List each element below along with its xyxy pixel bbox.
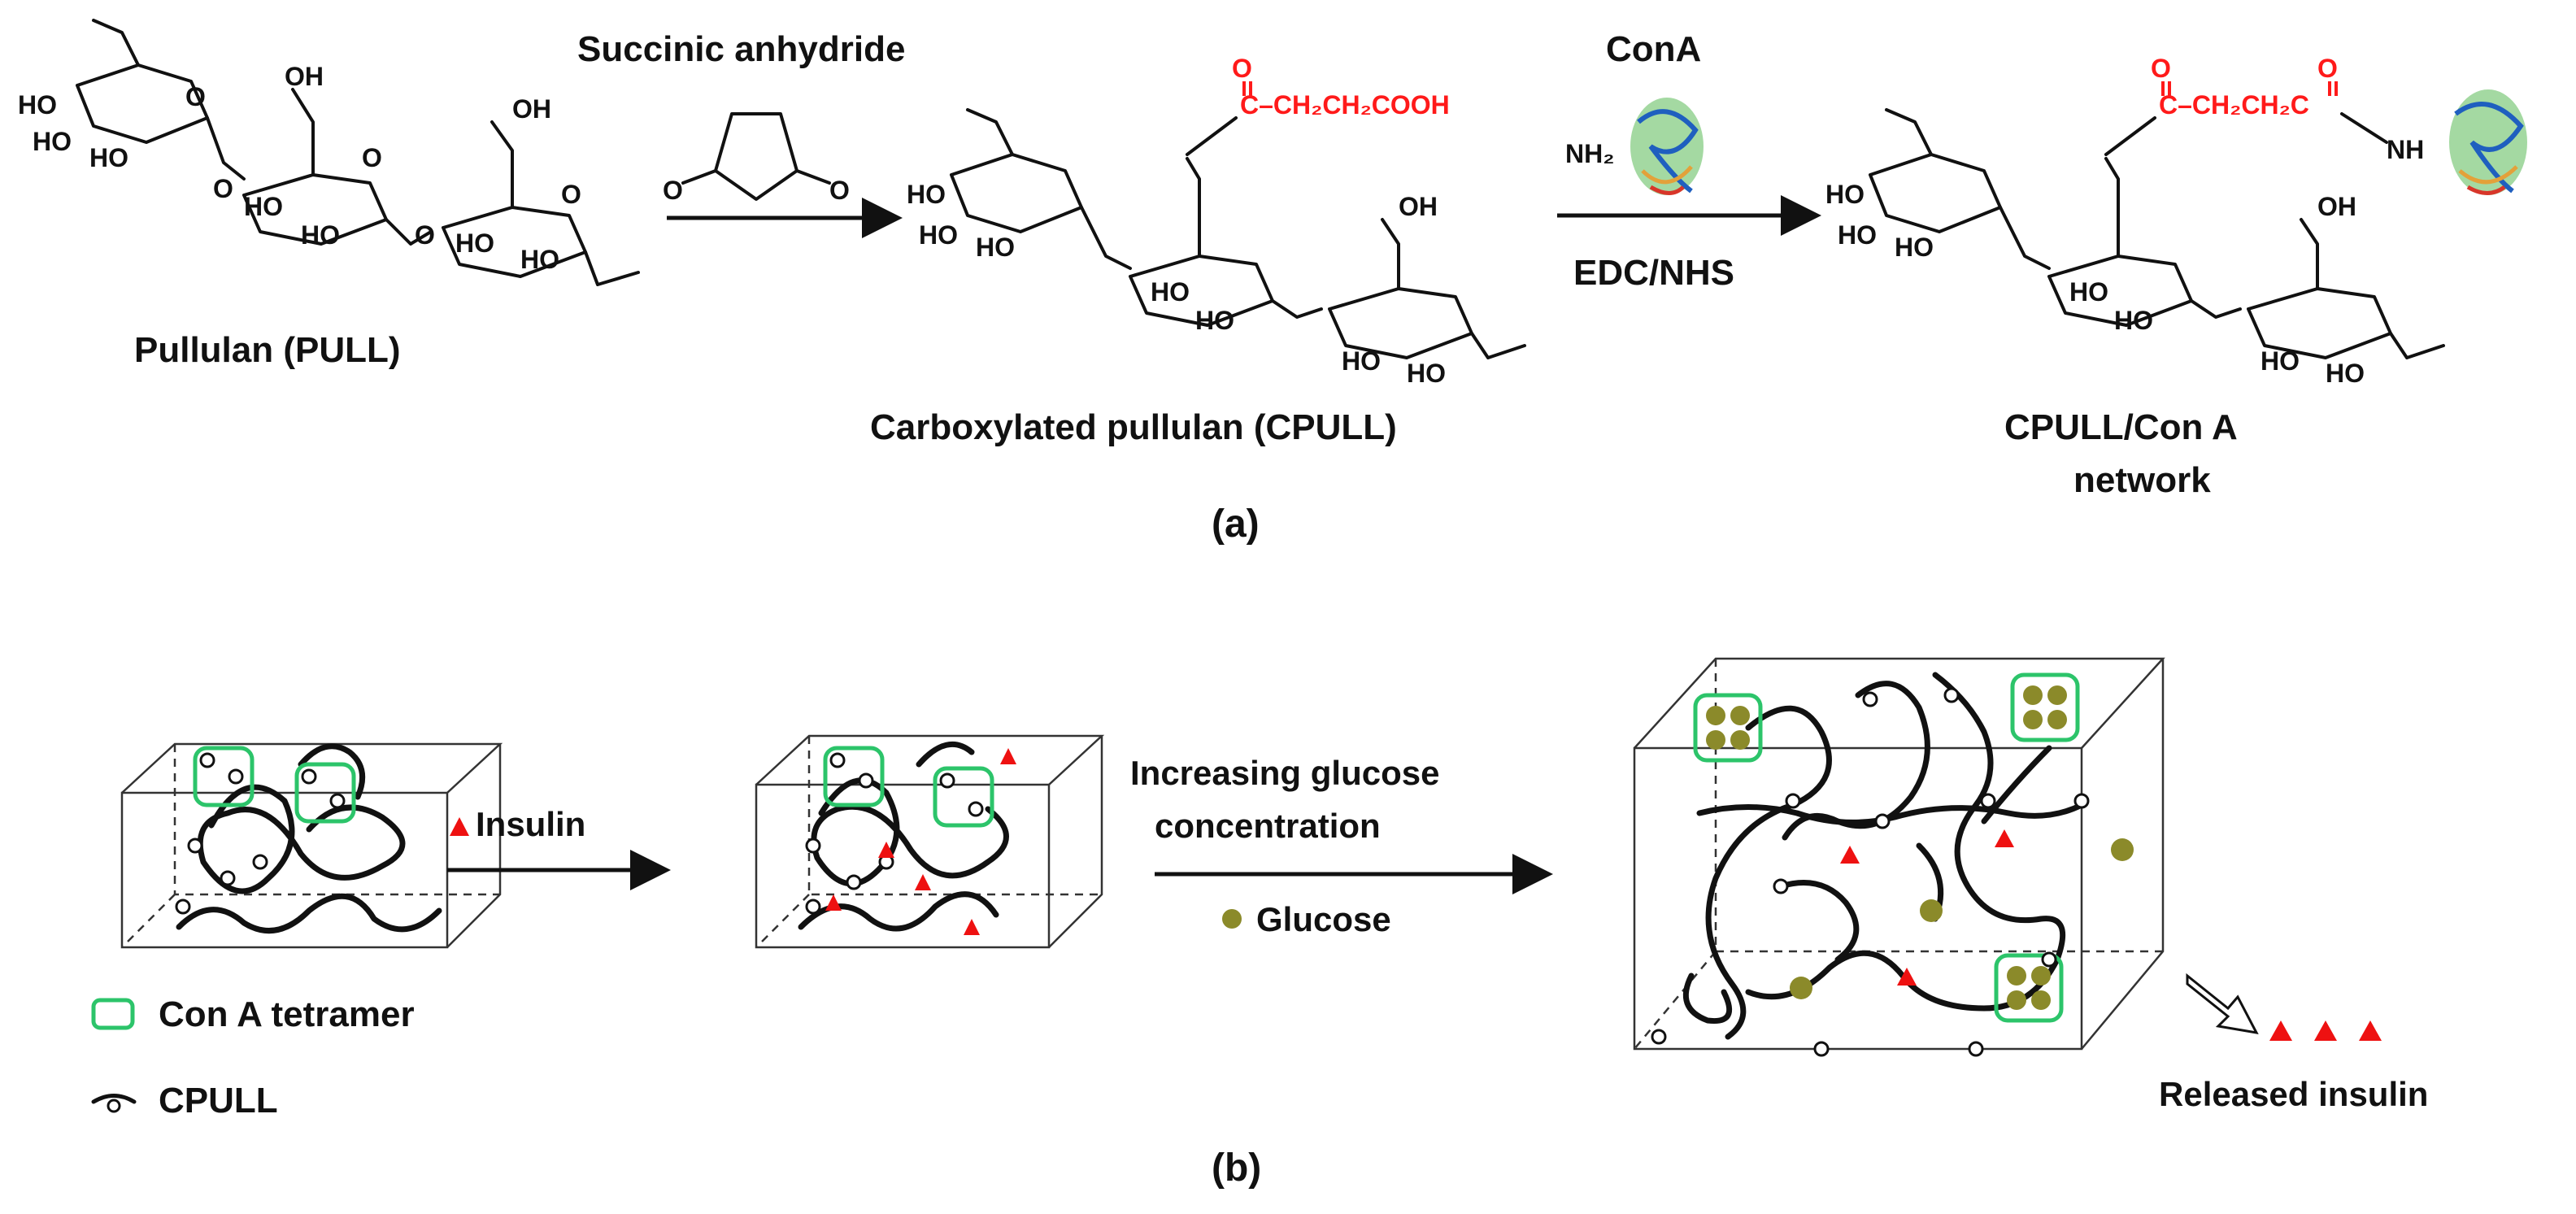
svg-text:O: O	[663, 176, 683, 205]
svg-text:HO: HO	[2261, 346, 2300, 376]
pullulan-name: Pullulan (PULL)	[134, 330, 401, 370]
svg-text:HO: HO	[2069, 277, 2108, 307]
hydrogel-box-initial	[120, 742, 503, 949]
cona-tetramer	[1693, 693, 1763, 763]
svg-text:HO: HO	[1195, 306, 1234, 335]
glycosidic-oxygen: O	[415, 220, 435, 250]
panel-b-label: (b)	[1212, 1147, 1261, 1190]
cona-tetramer	[193, 746, 255, 807]
ho-group: HO	[520, 245, 559, 274]
released-insulin-marker	[2314, 1020, 2337, 1041]
svg-text:HO: HO	[1895, 233, 1934, 262]
reagent-edc-nhs: EDC/NHS	[1573, 253, 1734, 293]
ho-group: HO	[89, 143, 128, 172]
ring-oxygen: O	[362, 143, 382, 172]
hydrogel-box-swollen	[1633, 657, 2165, 1057]
release-arrow	[2186, 973, 2259, 1034]
svg-text:HO: HO	[2114, 306, 2153, 335]
carbonyl-oxygen: O	[2317, 54, 2338, 83]
pullulan-structure: HO HO HO O O OH O HO HO O OH O HO HO	[18, 19, 640, 286]
ho-group: HO	[18, 90, 57, 120]
amine-label: NH₂	[1565, 139, 1614, 168]
legend-cona-symbol	[91, 998, 135, 1030]
carboxyl-side-chain: C–CH₂CH₂COOH	[1240, 90, 1450, 120]
carbonyl-oxygen: O	[2151, 54, 2171, 83]
glucose-label: Glucose	[1256, 900, 1391, 938]
glycosidic-oxygen: O	[213, 174, 233, 203]
hydrogel-box-loaded	[755, 734, 1105, 949]
legend-label: Con A tetramer	[159, 994, 415, 1034]
svg-text:HO: HO	[2326, 359, 2365, 388]
ring-oxygen: O	[561, 180, 581, 209]
svg-text:HO: HO	[976, 233, 1015, 262]
cona-protein-icon	[2449, 89, 2527, 195]
reagent-cona: ConA	[1606, 29, 1701, 69]
svg-text:HO: HO	[1407, 359, 1446, 388]
cona-tetramer	[823, 746, 885, 807]
panel-b: Insulin Increasing glucose concentration	[91, 657, 2428, 1190]
ho-group: HO	[455, 228, 494, 258]
reagent-succinic-anhydride: Succinic anhydride	[577, 29, 905, 69]
svg-text:OH: OH	[2317, 192, 2356, 221]
cona-protein-icon	[1630, 98, 1704, 195]
svg-text:HO: HO	[1342, 346, 1381, 376]
insulin-marker	[450, 817, 469, 836]
svg-text:HO: HO	[1151, 277, 1190, 307]
trigger-label-line2: concentration	[1155, 807, 1381, 845]
panel-a: HO HO HO O O OH O HO HO O OH O HO HO Pul…	[18, 19, 2527, 546]
cona-tetramer	[1994, 953, 2064, 1023]
carbonyl-oxygen: O	[1232, 54, 1252, 83]
panel-a-label: (a)	[1212, 503, 1260, 546]
cpull-name: Carboxylated pullulan (CPULL)	[870, 407, 1397, 447]
svg-text:HO: HO	[907, 180, 946, 209]
cona-tetramer	[933, 766, 994, 828]
released-insulin-label: Released insulin	[2159, 1075, 2428, 1113]
cona-tetramer	[294, 762, 356, 824]
svg-text:HO: HO	[1838, 220, 1877, 250]
legend: Con A tetramer CPULL	[91, 994, 415, 1120]
released-insulin-marker	[2359, 1020, 2382, 1041]
glucose-marker	[1222, 909, 1242, 929]
ho-group: HO	[33, 127, 72, 156]
ho-group: HO	[244, 192, 283, 221]
svg-text:HO: HO	[1825, 180, 1865, 209]
cona-tetramer	[2010, 672, 2080, 742]
oh-group: OH	[512, 94, 551, 124]
network-name-line1: CPULL/Con A	[2004, 407, 2238, 447]
amide-side-chain: C–CH₂CH₂C	[2159, 90, 2309, 120]
released-insulin-marker	[2269, 1020, 2292, 1041]
trigger-label-line1: Increasing glucose	[1130, 754, 1439, 792]
cpull-structure: HO HO HO HO HO C–CH₂CH₂COOH O OH HO HO	[907, 54, 1526, 388]
amide-nh: NH	[2387, 135, 2424, 164]
oh-group: OH	[285, 62, 324, 91]
ho-group: HO	[301, 220, 340, 250]
svg-text:O: O	[829, 176, 850, 205]
network-name-line2: network	[2073, 460, 2211, 500]
ring-oxygen: O	[185, 82, 206, 111]
succinic-anhydride-structure: O O	[663, 112, 850, 205]
svg-text:HO: HO	[919, 220, 958, 250]
legend-label: CPULL	[159, 1081, 278, 1120]
legend-cpull-symbol	[91, 1094, 137, 1104]
svg-text:OH: OH	[1399, 192, 1438, 221]
insulin-label: Insulin	[476, 805, 585, 843]
network-structure: HO HO HO HO HO C–CH₂CH₂C O O NH OH HO HO	[1825, 54, 2445, 388]
